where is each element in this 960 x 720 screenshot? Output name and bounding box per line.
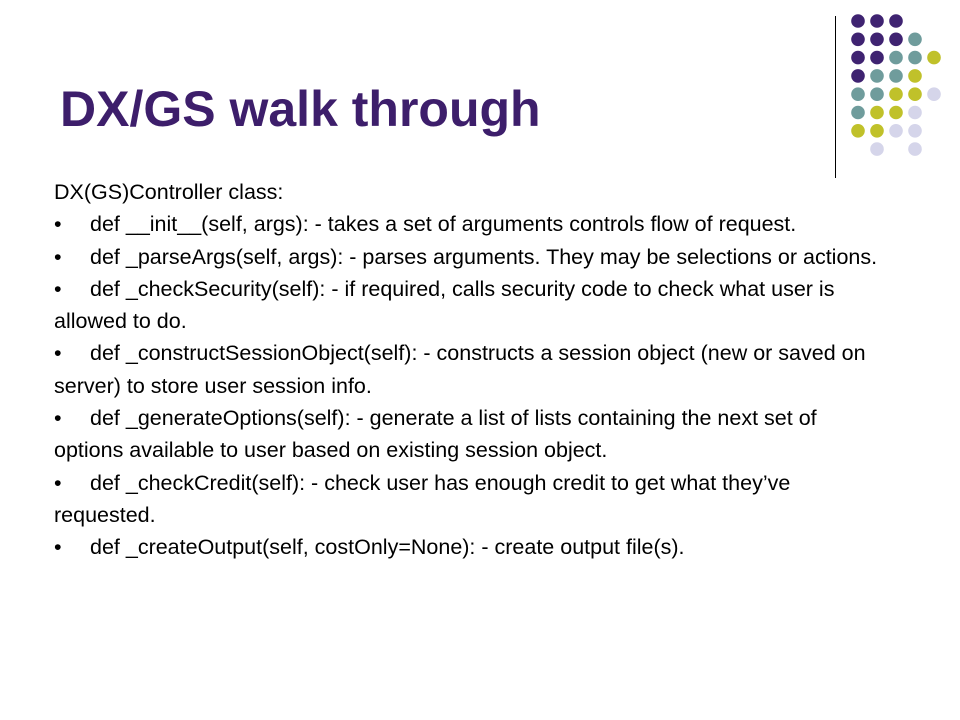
decor-dot <box>851 124 865 138</box>
decor-dot <box>889 69 903 83</box>
decor-dot <box>908 87 922 101</box>
decor-dot <box>851 32 865 47</box>
decor-dot <box>870 142 884 156</box>
slide-body: DX(GS)Controller class: • def __init__(se… <box>54 176 884 564</box>
decor-dot <box>927 50 941 65</box>
decor-dot <box>870 69 884 83</box>
decor-dot <box>908 69 922 83</box>
list-item-text: def __init__(self, args): - takes a set … <box>90 212 797 237</box>
bullet: • <box>54 244 62 269</box>
list-item: • def __init__(self, args): - takes a set… <box>54 208 884 240</box>
slide-title: DX/GS walk through <box>60 81 541 137</box>
list-item-text: def _checkCredit(self): - check user has… <box>54 470 791 527</box>
decor-dot <box>908 105 922 120</box>
bullet: • <box>54 341 62 366</box>
list-item: •def _checkSecurity(self): - if required… <box>54 273 884 338</box>
decor-dot <box>889 87 903 101</box>
decor-dot <box>851 87 865 101</box>
bullet: • <box>54 276 62 301</box>
decor-dot <box>908 32 922 47</box>
list-item-text: def _parseArgs(self, args): - parses arg… <box>90 244 878 269</box>
decor-dot <box>889 14 903 28</box>
bullet: • <box>54 470 62 495</box>
decor-dot <box>870 32 884 47</box>
dot-grid-decoration <box>851 14 941 156</box>
decor-dot <box>870 105 884 120</box>
list-item: • def _parseArgs(self, args): - parses ar… <box>54 241 884 273</box>
bullet: • <box>54 212 62 237</box>
list-item: •def _constructSessionObject(self): - co… <box>54 337 884 402</box>
decor-dot <box>889 124 903 138</box>
decor-dot <box>889 50 903 65</box>
list-item: •def _checkCredit(self): - check user ha… <box>54 467 884 532</box>
decor-dot <box>870 14 884 28</box>
decor-dot <box>908 142 922 156</box>
bullet: • <box>54 406 62 431</box>
intro-line: DX(GS)Controller class: <box>54 180 284 204</box>
list-item: •def _generateOptions(self): - generate … <box>54 402 884 467</box>
vertical-divider <box>835 16 836 178</box>
list-item-text: def _constructSessionObject(self): - con… <box>54 341 866 398</box>
decor-dot <box>851 50 865 65</box>
decor-dot <box>908 124 922 138</box>
decor-dot <box>851 105 865 120</box>
bullet: • <box>54 535 62 560</box>
decor-dot <box>870 87 884 101</box>
decor-dot <box>870 50 884 65</box>
list-item-text: def _checkSecurity(self): - if required,… <box>54 276 835 334</box>
decor-dot <box>889 32 903 47</box>
decor-dot <box>927 87 941 101</box>
list-item-text: def _createOutput(self, costOnly=None): … <box>90 535 685 560</box>
decor-dot <box>870 124 884 138</box>
list-item: • def _createOutput(self, costOnly=None):… <box>54 531 884 563</box>
list-item-text: def _generateOptions(self): - generate a… <box>54 406 817 463</box>
decor-dot <box>908 50 922 65</box>
decor-dot <box>851 14 865 28</box>
decor-dot <box>889 105 903 120</box>
decor-dot <box>851 69 865 83</box>
